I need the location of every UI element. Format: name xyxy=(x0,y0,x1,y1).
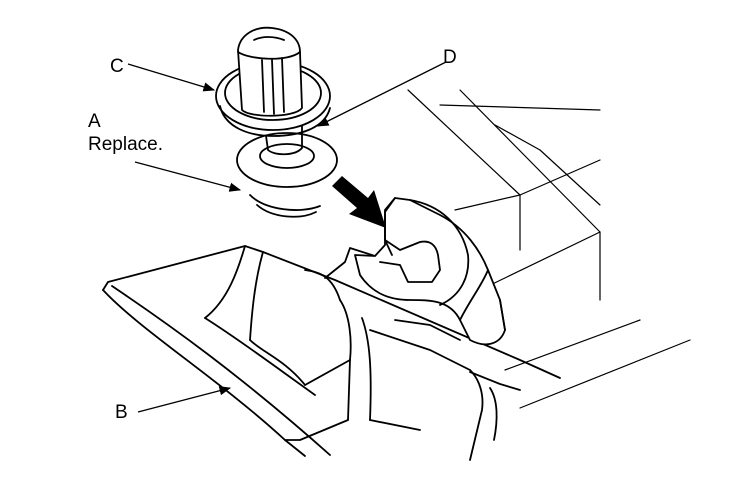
mounting-boss xyxy=(324,197,506,346)
leader-lines xyxy=(127,61,447,413)
label-a-note: Replace. xyxy=(88,134,163,155)
clip-c xyxy=(215,26,331,156)
washer-a xyxy=(236,132,338,218)
label-d: D xyxy=(443,47,457,68)
install-arrow xyxy=(332,176,386,228)
label-c: C xyxy=(110,56,124,77)
bracket-b xyxy=(102,245,561,461)
body-panel xyxy=(407,89,691,409)
label-a: A xyxy=(88,111,101,132)
label-b: B xyxy=(115,402,128,423)
